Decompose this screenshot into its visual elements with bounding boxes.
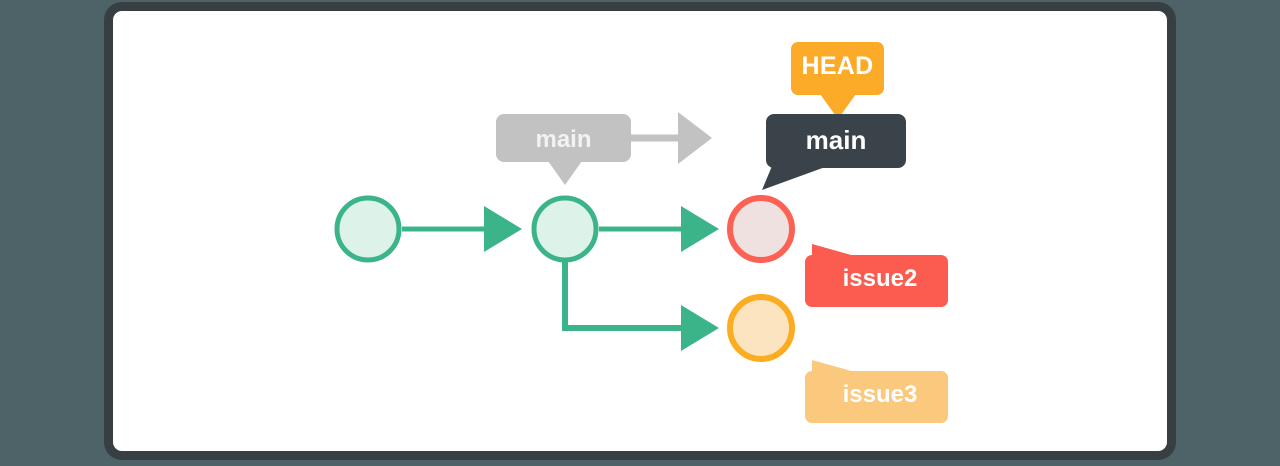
branch-badge-main-current[interactable] (762, 114, 906, 190)
branch-badge-issue3[interactable] (805, 360, 948, 423)
commit-node-4[interactable] (727, 294, 795, 362)
branch-badge-issue2[interactable] (805, 244, 948, 307)
edge-commit2-to-commit4 (562, 260, 719, 351)
edge-commit2-to-commit3 (599, 206, 719, 252)
commit-node-3[interactable] (727, 195, 795, 263)
commit-node-1[interactable] (334, 195, 402, 263)
head-badge[interactable] (791, 42, 884, 119)
branch-move-arrow (631, 112, 712, 164)
branch-badge-main-previous[interactable] (496, 114, 631, 185)
commit-node-2[interactable] (531, 195, 599, 263)
edge-commit1-to-commit2 (402, 206, 522, 252)
